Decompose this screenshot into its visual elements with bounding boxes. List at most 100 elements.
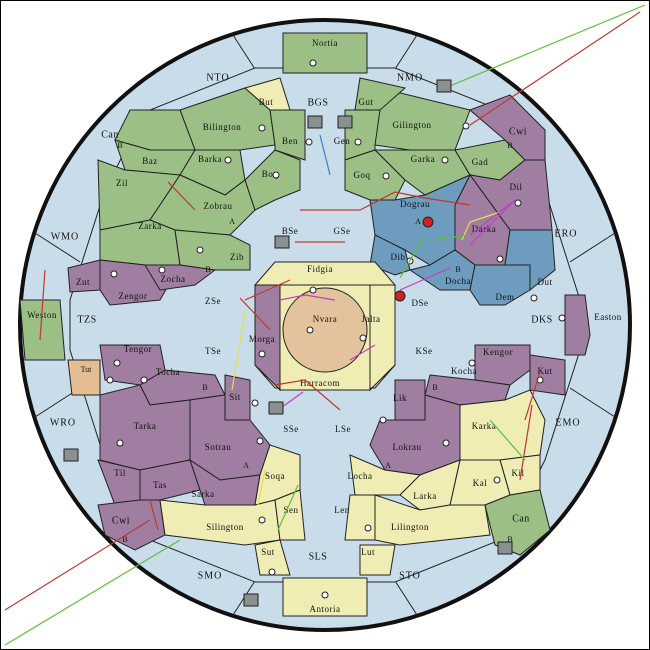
territory-can-se[interactable] bbox=[484, 489, 551, 556]
label-garka: Garka bbox=[411, 154, 436, 164]
label-kengor: Kengor bbox=[483, 347, 513, 357]
board-labels: Nortia NTO NMO BGS But Gut Can Cwi Bilin… bbox=[27, 38, 622, 614]
label-barka: Barka bbox=[198, 154, 222, 164]
label-kut: Kut bbox=[538, 366, 553, 376]
label-sse: SSe bbox=[283, 424, 299, 434]
label-silington: Silington bbox=[206, 522, 244, 532]
territory-dut[interactable] bbox=[504, 229, 556, 292]
svg-text:B: B bbox=[432, 383, 437, 392]
label-emo: EMO bbox=[555, 417, 580, 428]
unit-tokens bbox=[63, 79, 513, 607]
label-boq: Boq bbox=[262, 169, 279, 179]
territory-lilington[interactable] bbox=[374, 494, 491, 546]
label-lokrau: Lokrau bbox=[393, 442, 422, 452]
label-can-nw: Can bbox=[101, 129, 119, 140]
label-sto: STO bbox=[399, 570, 421, 581]
label-zse: ZSe bbox=[205, 296, 221, 306]
route-red-sw bbox=[4, 519, 151, 611]
label-jalta: Jalta bbox=[362, 314, 381, 324]
svg-text:B: B bbox=[507, 141, 512, 150]
label-bilington: Bilington bbox=[203, 122, 242, 132]
label-len: Len bbox=[334, 505, 350, 515]
label-tarka: Tarka bbox=[134, 421, 157, 431]
svg-text:B: B bbox=[205, 265, 210, 274]
coast-markers: B B A B A B B B A A B B bbox=[117, 141, 512, 544]
label-sls: SLS bbox=[309, 551, 328, 562]
territory-but[interactable] bbox=[243, 77, 291, 111]
label-zil: Zil bbox=[116, 178, 128, 188]
territory-kengor[interactable] bbox=[474, 344, 531, 386]
label-docha: Docha bbox=[445, 276, 471, 286]
label-tocha: Tocha bbox=[156, 367, 180, 377]
territory-ben[interactable] bbox=[269, 109, 306, 161]
label-smo: SMO bbox=[198, 570, 223, 581]
svg-text:B: B bbox=[122, 535, 127, 544]
label-larka: Larka bbox=[413, 491, 436, 501]
label-sarka: Sarka bbox=[192, 489, 215, 499]
label-tut: Tut bbox=[81, 365, 93, 374]
order-arrows bbox=[4, 4, 646, 646]
route-green-ne bbox=[444, 4, 646, 89]
label-bgs: BGS bbox=[308, 97, 329, 108]
territory-kut[interactable] bbox=[529, 354, 566, 396]
label-kil: Kil bbox=[511, 468, 524, 478]
label-but: But bbox=[259, 97, 274, 107]
label-morga: Morga bbox=[249, 334, 275, 344]
label-dut: Dut bbox=[538, 277, 553, 287]
svg-text:A: A bbox=[415, 217, 421, 226]
label-zocha: Zocha bbox=[161, 274, 186, 284]
svg-text:B: B bbox=[117, 141, 122, 150]
territory-nvara[interactable] bbox=[282, 287, 368, 373]
label-gse: GSe bbox=[334, 226, 351, 236]
territory-larka[interactable] bbox=[399, 459, 461, 511]
svg-text:B: B bbox=[507, 535, 512, 544]
label-dograu: Dograu bbox=[400, 199, 430, 209]
label-gut: Gut bbox=[359, 97, 374, 107]
label-tas: Tas bbox=[153, 480, 167, 490]
label-zobrau: Zobrau bbox=[204, 201, 233, 211]
label-easton: Easton bbox=[594, 312, 622, 322]
label-ero: ERO bbox=[555, 228, 578, 239]
label-baz: Baz bbox=[142, 156, 158, 166]
label-sen: Sen bbox=[284, 505, 299, 515]
route-red-north bbox=[300, 191, 471, 211]
label-nortia: Nortia bbox=[312, 38, 338, 48]
label-can-se: Can bbox=[512, 513, 530, 524]
label-ben: Ben bbox=[282, 136, 298, 146]
label-tse: TSe bbox=[205, 346, 221, 356]
territory-easton[interactable] bbox=[564, 294, 591, 356]
label-cwi-ne: Cwi bbox=[509, 126, 527, 137]
territory-nortia[interactable] bbox=[282, 32, 368, 74]
territory-tas[interactable] bbox=[139, 459, 201, 501]
label-nto: NTO bbox=[206, 72, 229, 83]
label-lut: Lut bbox=[361, 547, 375, 557]
supply-centers bbox=[106, 59, 566, 599]
label-sut: Sut bbox=[261, 547, 275, 557]
label-wmo: WMO bbox=[51, 231, 80, 242]
label-wro: WRO bbox=[50, 417, 76, 428]
territory-gen[interactable] bbox=[344, 109, 381, 161]
label-zarka: Zarka bbox=[138, 221, 161, 231]
territory-lut[interactable] bbox=[359, 544, 396, 576]
label-darka: Darka bbox=[472, 224, 497, 234]
label-zut: Zut bbox=[76, 277, 90, 287]
svg-text:B: B bbox=[202, 383, 207, 392]
svg-text:A: A bbox=[385, 461, 391, 470]
svg-text:B: B bbox=[455, 265, 460, 274]
svg-text:A: A bbox=[229, 217, 235, 226]
label-tengor: Tengor bbox=[124, 344, 152, 354]
label-kocha: Kocha bbox=[451, 366, 477, 376]
territory-weston[interactable] bbox=[19, 299, 66, 361]
label-locha: Locha bbox=[348, 471, 373, 481]
territory-sut[interactable] bbox=[254, 539, 291, 576]
label-dil: Dil bbox=[509, 182, 522, 192]
label-dse: DSe bbox=[412, 298, 429, 308]
territory-sen[interactable] bbox=[274, 489, 306, 541]
label-gen: Gen bbox=[334, 136, 351, 146]
label-harracom: Harracom bbox=[300, 378, 340, 388]
label-lse: LSe bbox=[335, 424, 351, 434]
label-gilington: Gilington bbox=[392, 120, 431, 130]
label-lik: Lik bbox=[393, 393, 407, 403]
label-kse: KSe bbox=[416, 346, 433, 356]
territory-len[interactable] bbox=[344, 494, 376, 541]
